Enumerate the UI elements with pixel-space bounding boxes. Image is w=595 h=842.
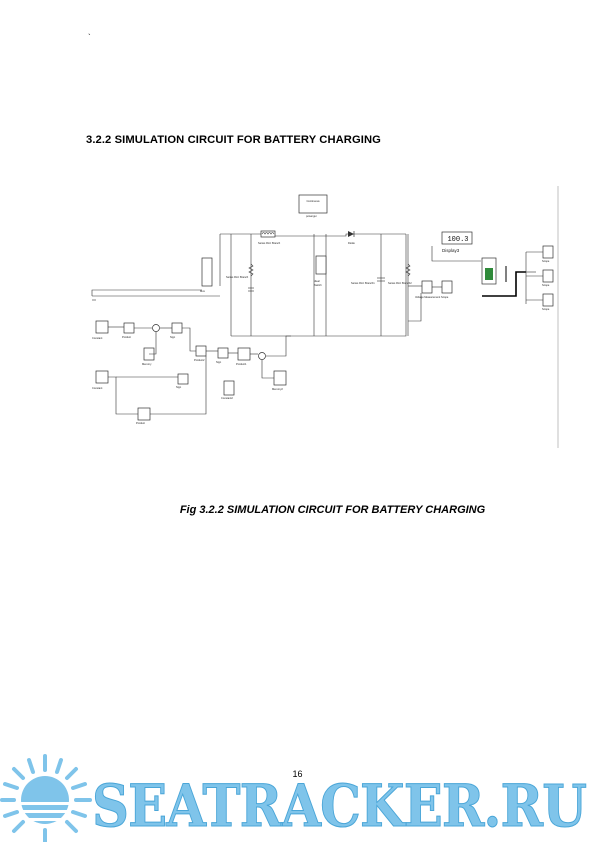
control-loop: Constant Product Sign Memory Product2 Si… [92, 320, 291, 425]
svg-text:Sign: Sign [176, 385, 182, 389]
svg-text:powergui: powergui [306, 214, 317, 218]
display-block: 100.3 Display3 [431, 231, 481, 262]
svg-text:Constant2: Constant2 [221, 396, 233, 400]
figure-caption: Fig 3.2.2 SIMULATION CIRCUIT FOR BATTERY… [179, 504, 486, 516]
capacitor-branch: Series RLC Branch1 [351, 277, 385, 285]
voltage-measurement-block: Voltage Measurement Scope [408, 280, 453, 322]
svg-text:Product2: Product2 [194, 358, 205, 362]
simulation-circuit-figure: Continuous powergui Series RLC Branch [86, 186, 564, 448]
svg-text:Constant: Constant [92, 336, 103, 340]
display-value: 100.3 [447, 236, 468, 244]
svg-text:Ideal: Ideal [314, 279, 320, 283]
section-heading: 3.2.2 SIMULATION CIRCUIT FOR BATTERY CHA… [86, 134, 381, 146]
svg-text:Constant: Constant [92, 386, 103, 390]
svg-text:Scope: Scope [542, 283, 550, 287]
svg-text:Series RLC Branch: Series RLC Branch [258, 241, 281, 245]
svg-text:Switch: Switch [314, 283, 322, 287]
battery-block [481, 257, 536, 304]
watermark-text: SEATRACKER.RU [92, 772, 586, 840]
svg-text:Series RLC Branch1: Series RLC Branch1 [351, 281, 375, 285]
svg-text:Scope: Scope [542, 259, 550, 263]
scope-column: Scope Scope Scope [525, 245, 554, 311]
svg-text:Sign: Sign [216, 360, 222, 364]
powergui-block: Continuous powergui [298, 194, 328, 218]
watermark-logo: SEATRACKER.RU [0, 754, 588, 842]
inductor-block: Series RLC Branch [258, 230, 281, 245]
svg-text:Diode: Diode [348, 241, 355, 245]
svg-text:Product1: Product1 [236, 362, 247, 366]
svg-text:Voltage Measurement: Voltage Measurement [415, 295, 441, 299]
mosfet-block: Ideal Switch [314, 255, 327, 287]
mux-block: Mux [200, 257, 213, 293]
resistor-branch-right: Series RLC Branch2 [388, 263, 412, 285]
svg-text:Memory: Memory [142, 362, 152, 366]
svg-text:Series RLC Branch: Series RLC Branch [226, 275, 249, 279]
svg-text:Sign: Sign [170, 335, 176, 339]
resistor-branch-left: Series RLC Branch [226, 263, 254, 292]
sun-icon [0, 754, 92, 842]
svg-text:Memory2: Memory2 [272, 387, 283, 391]
diode-block: Diode [348, 231, 355, 245]
svg-text:Product: Product [136, 421, 145, 425]
svg-text:Scope: Scope [441, 295, 449, 299]
svg-text:Mux: Mux [200, 289, 206, 293]
svg-text:Continuous: Continuous [306, 199, 320, 203]
svg-text:Product: Product [122, 335, 131, 339]
svg-text:Scope: Scope [542, 307, 550, 311]
display-label: Display3 [442, 248, 460, 253]
site-watermark: SEATRACKER.RU [0, 752, 595, 842]
corner-mark: ` [88, 33, 91, 42]
page-number: 16 [292, 769, 303, 779]
svg-text:Series RLC Branch2: Series RLC Branch2 [388, 281, 412, 285]
circuit-diagram: Continuous powergui Series RLC Branch [91, 186, 559, 448]
